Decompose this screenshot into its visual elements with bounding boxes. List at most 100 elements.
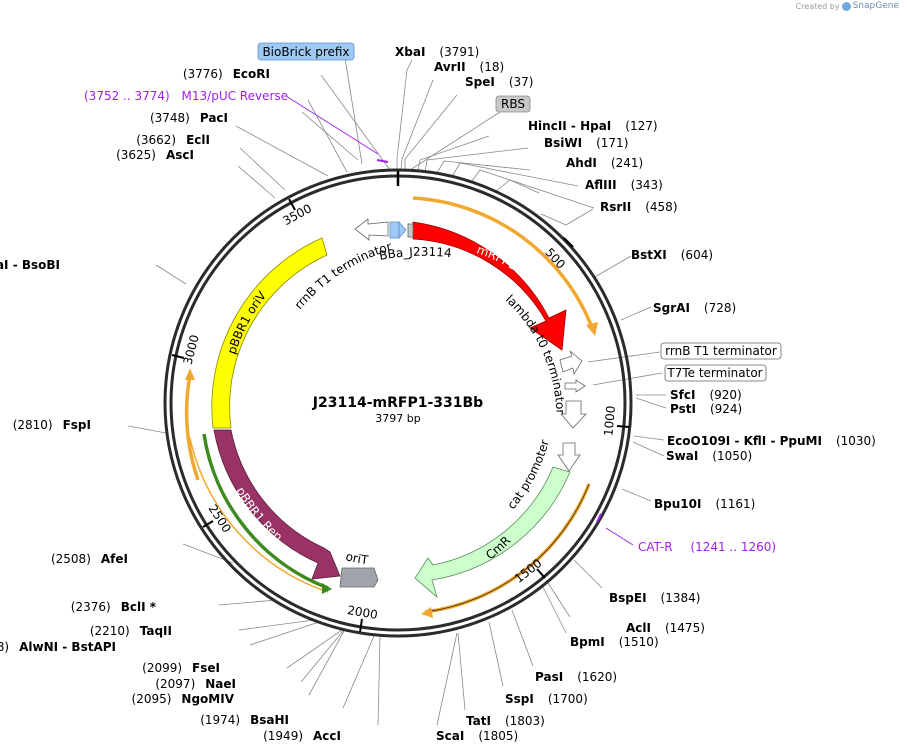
feature-bba-j23114 xyxy=(389,221,400,239)
feature-cmr xyxy=(414,466,571,599)
orf-rep-arc-orange xyxy=(189,437,329,593)
feature-pbbr1-oriv xyxy=(211,237,328,429)
plasmid-name: J23114-mRFP1-331Bb xyxy=(312,395,483,411)
feature-orit xyxy=(339,567,379,588)
enzyme-site-label: (2095)NgoMIV xyxy=(132,692,235,706)
enzyme-position: (2376) xyxy=(71,600,111,614)
enzyme-position: (2508) xyxy=(51,552,91,566)
scale-tick-label: 3000 xyxy=(181,333,202,366)
enzyme-site-label: (3167)AvaI - BsoBI xyxy=(0,258,60,272)
enzyme-site-label: HincII - HpaI(127) xyxy=(528,119,658,133)
scale-tick-label: 2000 xyxy=(346,603,378,622)
rrnb-t1-label: rrnB T1 terminator xyxy=(665,344,777,358)
enzyme-site-label: SpeI(37) xyxy=(465,75,533,89)
label-lambda-t0: lambda t0 terminator xyxy=(503,292,568,415)
rbs-label: RBS xyxy=(501,97,525,111)
enzyme-site-label: (2508) AfeI xyxy=(51,552,128,566)
snapgene-credit: Created by SnapGene xyxy=(796,1,899,11)
primer-cat-r-pos: (1241 .. 1260) xyxy=(690,540,776,554)
biobrick-prefix-label: BioBrick prefix xyxy=(262,45,349,59)
enzyme-name: PasI xyxy=(535,670,563,684)
m13-puc-reverse-connector xyxy=(285,95,379,155)
enzyme-site-label: (2810)FspI xyxy=(13,418,91,432)
enzyme-site-label: SspI(1700) xyxy=(505,692,588,706)
plasmid-length: 3797 bp xyxy=(375,412,420,425)
enzyme-name: BsaHI xyxy=(250,713,289,727)
enzyme-name: PacI xyxy=(200,111,228,125)
enzyme-site-label: AhdI (241) xyxy=(566,156,643,170)
enzyme-site-label: TatI(1803) xyxy=(466,714,545,728)
enzyme-name: RsrII xyxy=(600,200,631,214)
enzyme-labels: XbaI(3791)AvrII(18)SpeI(37)HincII - HpaI… xyxy=(0,45,876,743)
orf-rep-arc-green xyxy=(202,433,329,590)
enzyme-site-label: BsiWI(171) xyxy=(544,136,628,150)
enzyme-position: (2099) xyxy=(142,661,182,675)
orf-mrfp1-arrow xyxy=(586,322,598,336)
cat-r-connector xyxy=(605,527,634,546)
scale-ticks xyxy=(171,198,630,633)
enzyme-site-label: (3625)AscI xyxy=(116,148,194,162)
enzyme-position: (458) xyxy=(645,200,677,214)
enzyme-name: ScaI xyxy=(436,729,464,743)
enzyme-name: AfeI xyxy=(101,552,128,566)
enzyme-position: (1974) xyxy=(200,713,240,727)
primer-m13-name: M13/pUC Reverse xyxy=(182,89,289,103)
enzyme-name: AlwNI - BstAPI xyxy=(19,640,116,654)
enzyme-position: (604) xyxy=(681,248,713,262)
primer-cat-r: CAT-R (1241 .. 1260) xyxy=(638,540,776,554)
orf-cmr-arc-core xyxy=(424,483,590,613)
primer-cat-r-name: CAT-R xyxy=(638,540,673,554)
enzyme-name: TatI xyxy=(466,714,491,728)
orf-cmr-arrow xyxy=(421,607,433,618)
enzyme-position: (3791) xyxy=(439,45,479,59)
label-orit: oriT xyxy=(344,549,369,567)
enzyme-position: (1161) xyxy=(715,497,755,511)
enzyme-position: (3776) xyxy=(183,67,223,81)
enzyme-site-label: SwaI(1050) xyxy=(666,449,752,463)
enzyme-name: SfcI xyxy=(670,388,695,402)
enzyme-position: (728) xyxy=(704,301,736,315)
enzyme-site-label: AflIII(343) xyxy=(585,178,663,192)
enzyme-site-label: (2099)FseI xyxy=(142,661,220,675)
enzyme-position: (3748) xyxy=(150,111,190,125)
enzyme-position: (1620) xyxy=(577,670,617,684)
enzyme-site-label: (2210) TaqII xyxy=(90,624,172,638)
t7te-box xyxy=(664,364,767,382)
t7te-label: T7Te terminator xyxy=(666,366,762,380)
enzyme-name: HincII - HpaI xyxy=(528,119,611,133)
enzyme-site-label: PstI (924) xyxy=(670,402,742,416)
enzyme-name: NgoMIV xyxy=(181,692,234,706)
backbone-outer xyxy=(163,168,633,638)
enzyme-name: AclI xyxy=(626,621,651,635)
credit-brand: SnapGene xyxy=(852,1,899,11)
rbs-box xyxy=(495,95,531,113)
enzyme-site-label: (2376)BclI * xyxy=(71,600,157,614)
enzyme-name: BpmI xyxy=(570,635,605,649)
label-bba-j23114: BBa_J23114 xyxy=(378,245,452,263)
enzyme-position: (1050) xyxy=(712,449,752,463)
enzyme-position: (241) xyxy=(611,156,643,170)
enzyme-site-label: AvrII(18) xyxy=(434,60,504,74)
enzyme-position: (924) xyxy=(710,402,742,416)
feature-mrfp1 xyxy=(412,221,567,351)
enzyme-site-label: EcoO109I - KflI - PpuMI(1030) xyxy=(667,434,876,448)
enzyme-site-label: (1949)AccI xyxy=(263,729,341,743)
enzyme-name: TaqII xyxy=(140,624,172,638)
orf-mrfp1-arc xyxy=(412,196,595,331)
enzyme-site-label: SfcI(920) xyxy=(670,388,742,402)
enzyme-position: (171) xyxy=(596,136,628,150)
enzyme-site-label: RsrII (458) xyxy=(600,200,678,214)
enzyme-position: (2210) xyxy=(90,624,130,638)
enzyme-site-label: ScaI(1805) xyxy=(436,729,518,743)
orf-oriv-arrow xyxy=(185,368,195,380)
feature-t7te xyxy=(564,379,586,393)
enzyme-name: AhdI xyxy=(566,156,597,170)
enzyme-site-label: PasI (1620) xyxy=(535,670,617,684)
enzyme-name: PstI xyxy=(670,402,696,416)
enzyme-position: (343) xyxy=(631,178,663,192)
scale-tick-label: 1000 xyxy=(601,405,618,437)
cat-r-primer xyxy=(596,513,602,523)
enzyme-position: (2810) xyxy=(13,418,53,432)
primer-m13-pos: (3752 .. 3774) xyxy=(84,89,170,103)
enzyme-name: EclI xyxy=(186,133,210,147)
